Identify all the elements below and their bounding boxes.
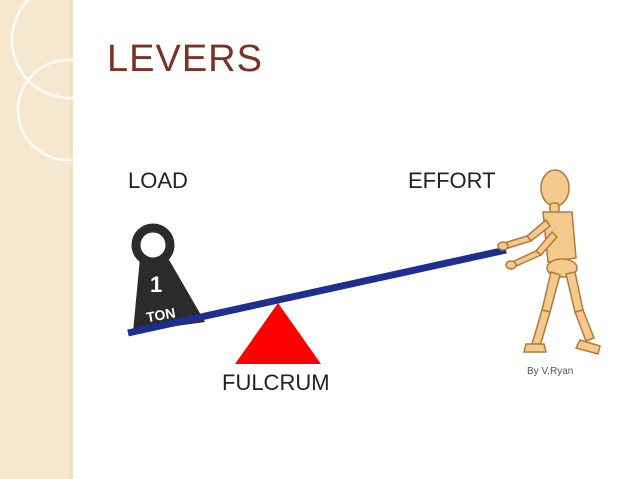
weight-unit: TON bbox=[145, 304, 177, 325]
credit-label: By V.Ryan bbox=[527, 366, 573, 377]
fulcrum-label: FULCRUM bbox=[222, 370, 330, 395]
weight-icon: 1 TON bbox=[131, 223, 205, 332]
lever-beam bbox=[127, 246, 507, 337]
wooden-mannequin-figure bbox=[497, 169, 601, 355]
load-label: LOAD bbox=[128, 168, 188, 193]
side-decoration-edge bbox=[70, 0, 73, 479]
weight-number: 1 bbox=[150, 272, 162, 297]
effort-label: EFFORT bbox=[408, 168, 496, 193]
fulcrum-triangle bbox=[235, 303, 321, 364]
slide-title: LEVERS bbox=[107, 38, 263, 80]
decorative-rings bbox=[10, 0, 120, 162]
side-decoration-band bbox=[0, 0, 70, 479]
